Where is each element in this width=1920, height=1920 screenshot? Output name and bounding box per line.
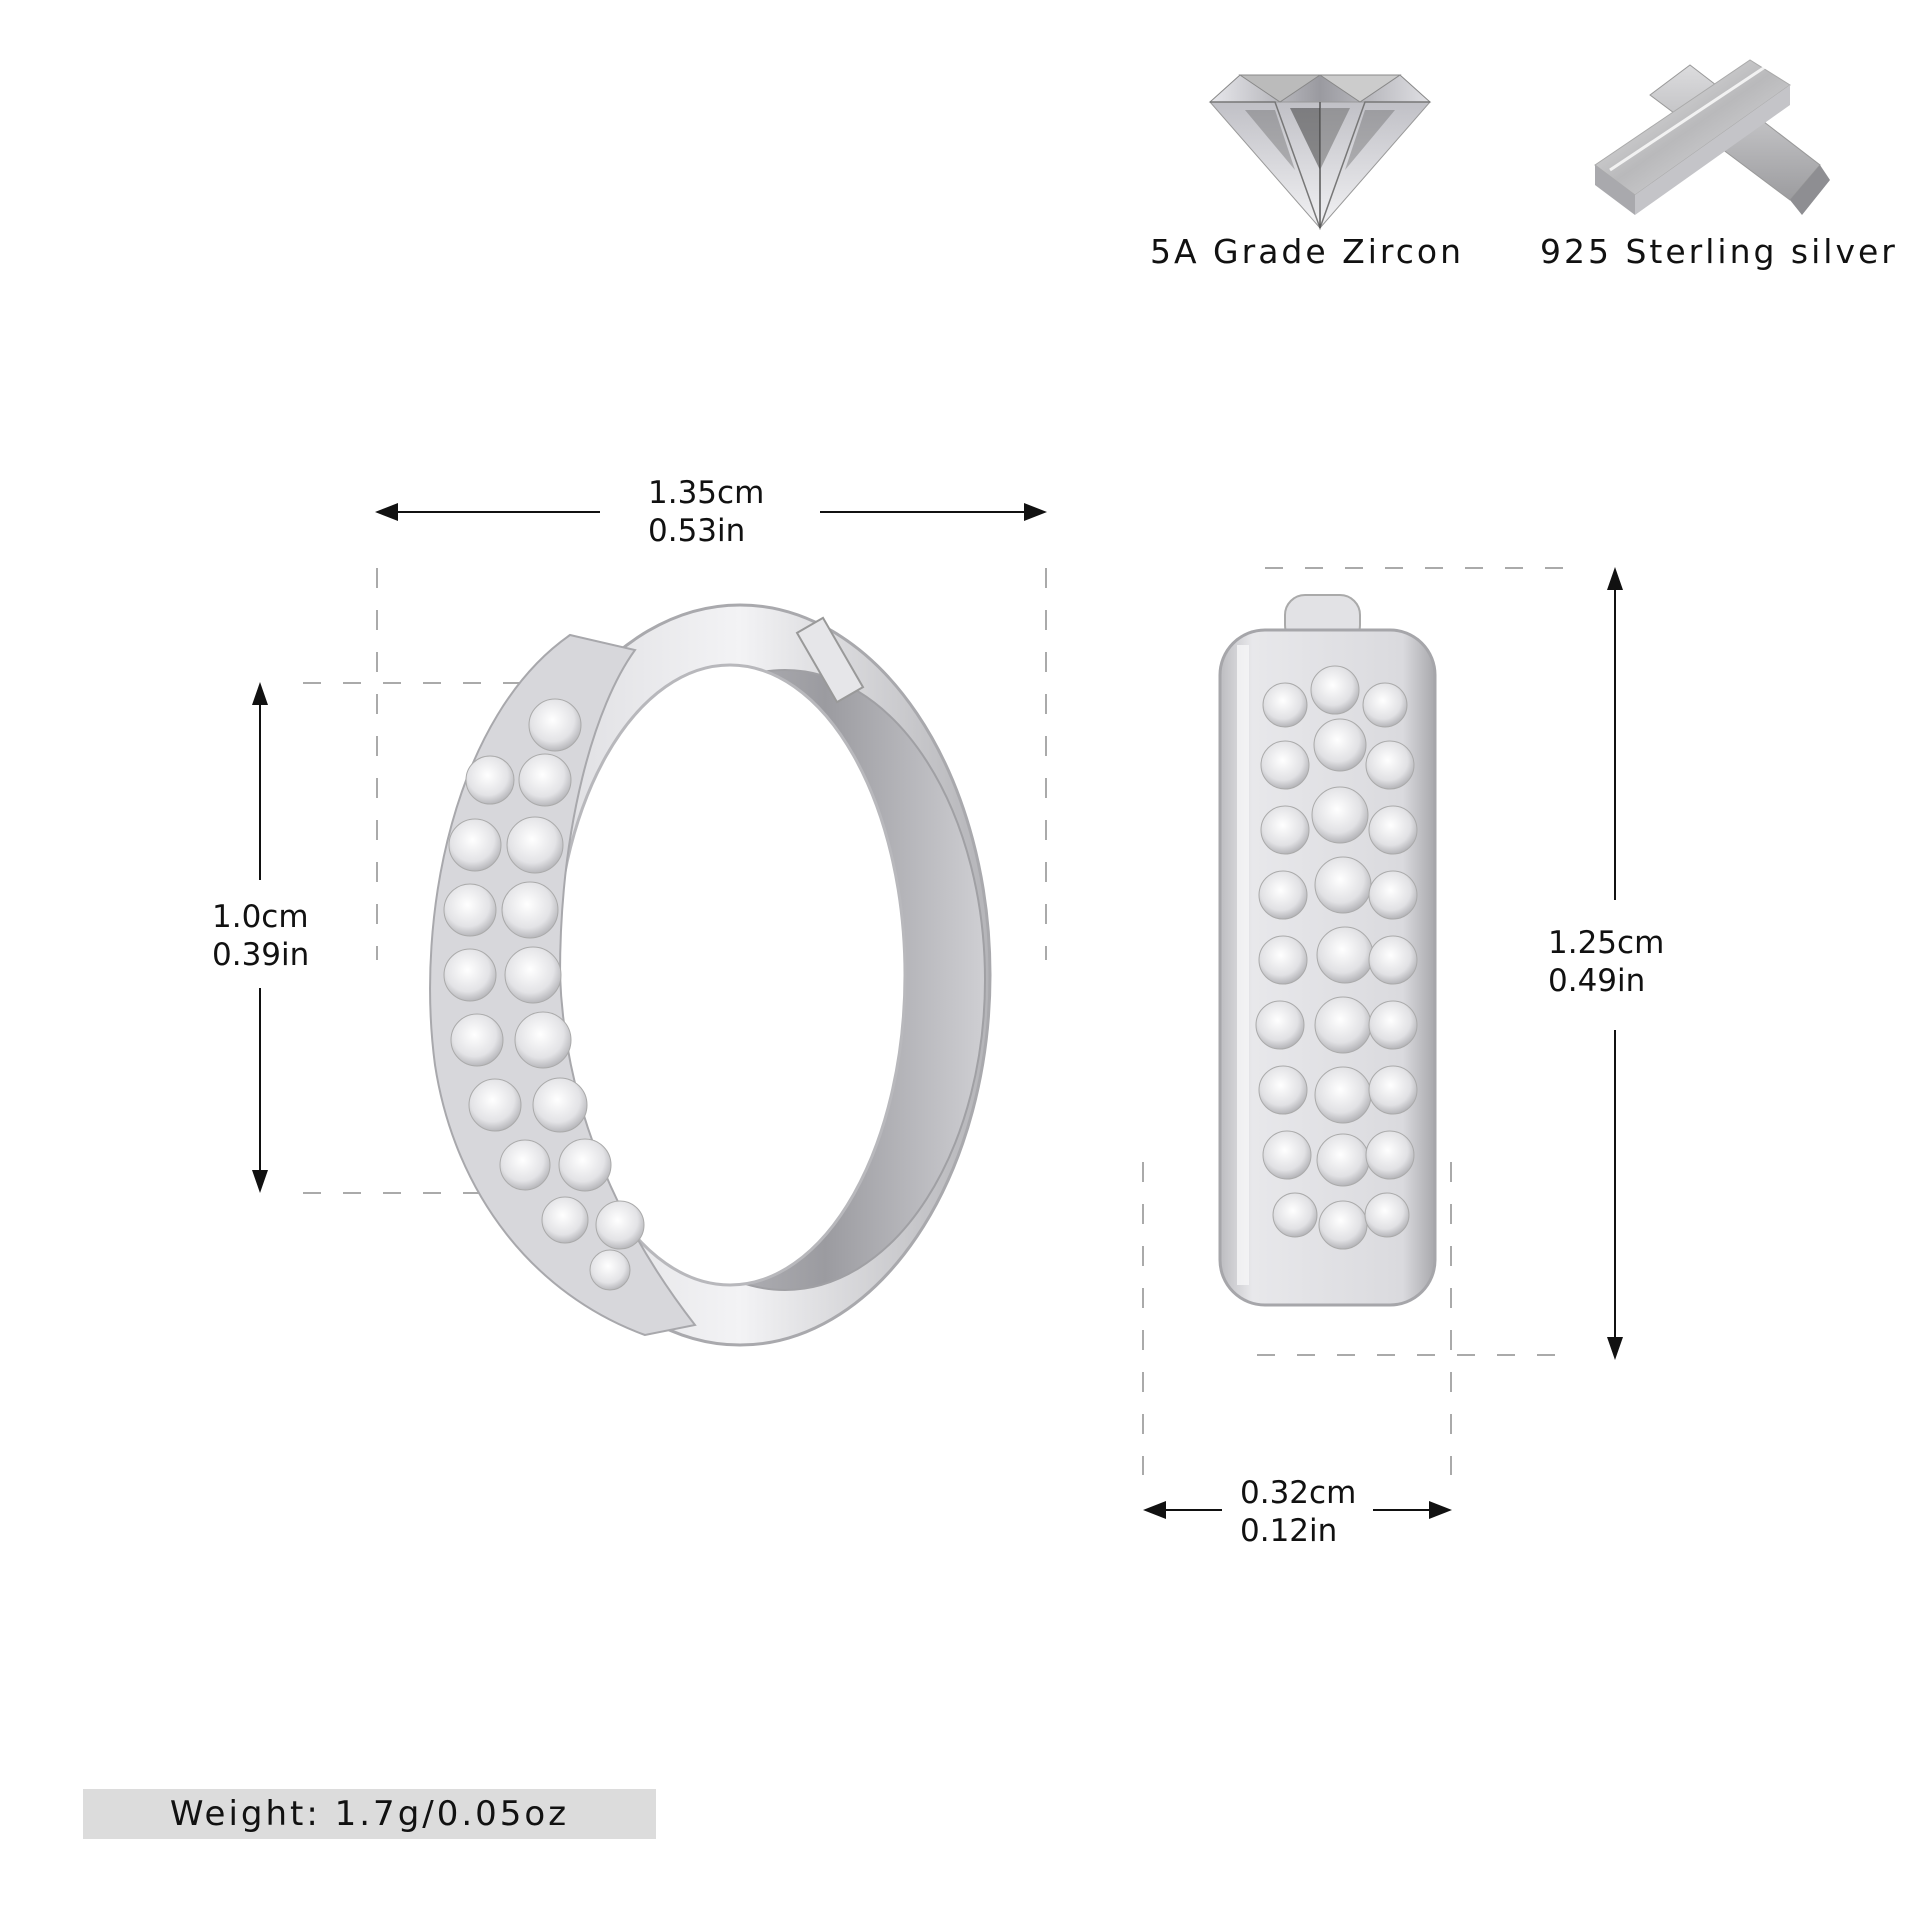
front-height-label: 1.0cm 0.39in [212,899,310,973]
height-arrow [252,682,268,1193]
feature-label-silver: 925 Sterling silver [1540,232,1898,271]
zircon-stones-side [1255,665,1418,1250]
feature-silver: 925 Sterling silver [1540,55,1895,280]
zircon-stones [443,698,645,1291]
side-height-arrow [1607,567,1623,1360]
earring-front-view [429,603,992,1347]
weight-text: Weight: 1.7g/0.05oz [169,1794,570,1834]
feature-zircon: 5A Grade Zircon [1150,60,1470,280]
weight-badge: Weight: 1.7g/0.05oz [83,1789,656,1839]
diamond-icon [1208,74,1432,231]
side-width-arrow [1143,1501,1452,1519]
front-width-label: 1.35cm 0.53in [648,475,765,549]
feature-label-zircon: 5A Grade Zircon [1150,232,1465,271]
width-arrow [375,503,1047,521]
side-width-label: 0.32cm 0.12in [1240,1475,1357,1549]
silver-bar-icon [1594,59,1830,215]
side-height-label: 1.25cm 0.49in [1548,925,1665,999]
earring-side-view [1218,594,1437,1307]
